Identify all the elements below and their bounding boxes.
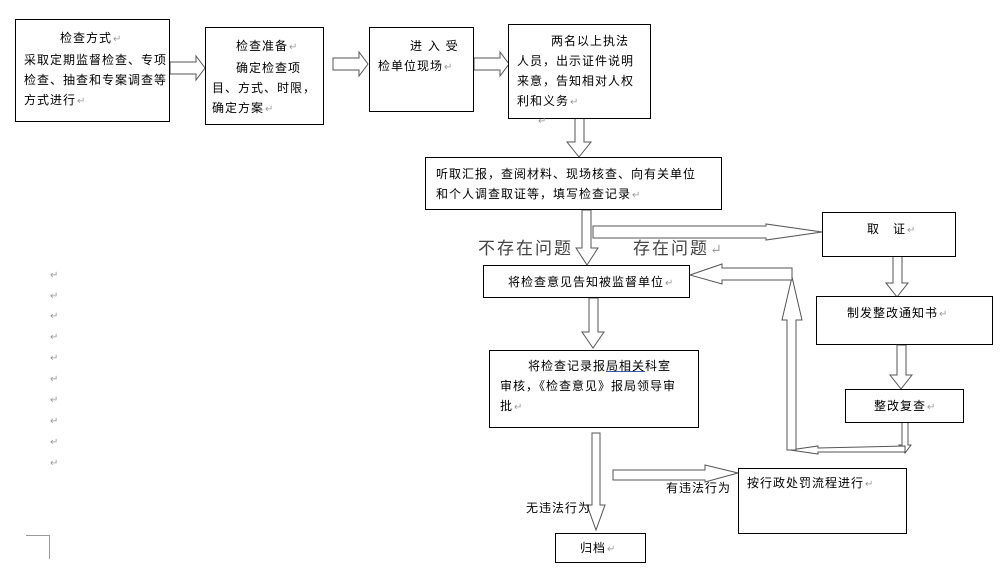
arrow-review-to-archive (586, 432, 606, 532)
preparation-box: 检查准备↵ 确定检查项目、方式、时限，确定方案↵ (205, 27, 324, 125)
report-review-line1-pre: 将检查记录报 (528, 359, 607, 373)
enter-site-line2: 检单位现场 (378, 59, 444, 73)
has-violation-label: 有违法行为 (666, 481, 732, 495)
penalty-box: 按行政处罚流程进行↵ (738, 468, 907, 534)
report-review-line2: 审核，《检查意见》报局领导审 (500, 379, 677, 393)
paragraph-mark-icon: ↵ (710, 242, 724, 258)
hear-report-line1: 听取汇报，查阅材料、现场核查、向有关单位 (436, 167, 697, 181)
arrow-site-to-officers (473, 50, 510, 78)
report-review-box: 将检查记录报局相关科室 审核，《检查意见》报局领导审 批↵ (489, 350, 699, 428)
paragraph-mark-icon: ↵ (50, 374, 59, 385)
paragraph-mark-icon: ↵ (50, 311, 59, 322)
report-review-line3: 批 (500, 399, 514, 413)
arrow-officers-to-report (565, 117, 593, 158)
preparation-body: 确定检查项目、方式、时限，确定方案 (212, 61, 317, 115)
paragraph-mark-icon: ↵ (939, 309, 949, 320)
paragraph-mark-icon: ↵ (50, 291, 59, 302)
preparation-title: 检查准备 (236, 39, 289, 53)
paragraph-mark-icon: ↵ (50, 458, 59, 469)
archive-text: 归档 (580, 541, 607, 555)
two-officers-box: 两名以上执法 人员，出示证件说明 来意，告知相对人权 利和义务↵ (508, 24, 651, 119)
arrow-back-to-notify (688, 263, 793, 285)
arrow-notify-to-review (581, 297, 605, 349)
paragraph-mark-icon: ↵ (50, 416, 59, 427)
arrow-evidence-to-notice (884, 255, 910, 298)
rectify-notice-box: 制发整改通知书↵ (816, 296, 993, 345)
paragraph-mark-icon: ↵ (50, 270, 59, 281)
paragraph-mark-icon: ↵ (570, 97, 580, 108)
arrow-review-down (898, 421, 912, 454)
paragraph-mark-icon: ↵ (444, 62, 454, 73)
paragraph-mark-icon: ↵ (607, 544, 617, 555)
paragraph-mark-icon: ↵ (665, 278, 675, 289)
paragraph-mark-icon: ↵ (289, 42, 299, 53)
paragraph-mark-icon: ↵ (632, 190, 642, 201)
notify-unit-text: 将检查意见告知被监督单位 (508, 275, 665, 289)
arrow-to-penalty (612, 464, 739, 483)
paragraph-mark-icon: ↵ (50, 353, 59, 364)
penalty-text: 按行政处罚流程进行 (747, 476, 865, 490)
inspection-method-body: 采取定期监督检查、专项检查、抽查和专案调查等方式进行↵ (24, 53, 168, 107)
two-officers-line1: 两名以上执法 (551, 34, 630, 48)
report-review-line1-post: 科室 (645, 359, 672, 373)
evidence-box: 取 证↵ (822, 212, 956, 257)
paragraph-mark-icon: ↵ (865, 479, 875, 490)
arrow-method-to-prep (169, 54, 206, 82)
arrow-prep-to-site (332, 50, 369, 78)
enter-site-line1: 进 入 受 (410, 39, 459, 53)
arrow-review-to-left (789, 445, 906, 455)
has-problem-label: 存在问题↵ (633, 239, 724, 259)
archive-box: 归档↵ (555, 533, 646, 563)
evidence-text: 取 证 (867, 222, 907, 236)
rectify-notice-text: 制发整改通知书 (847, 306, 939, 320)
page-corner-mark (26, 535, 50, 559)
arrow-to-evidence (592, 223, 823, 241)
notify-unit-box: 将检查意见告知被监督单位↵ (483, 265, 690, 298)
paragraph-mark-icon: ↵ (538, 116, 547, 127)
paragraph-mark-icon: ↵ (514, 402, 524, 413)
paragraph-mark-icon: ↵ (50, 332, 59, 343)
hear-report-box: 听取汇报，查阅材料、现场核查、向有关单位 和个人调查取证等，填写检查记录↵ (425, 157, 722, 210)
paragraph-mark-icon: ↵ (50, 395, 59, 406)
paragraph-mark-icon: ↵ (113, 34, 123, 45)
paragraph-mark-icon: ↵ (907, 225, 917, 236)
enter-site-box: 进 入 受 检单位现场↵ (369, 27, 474, 112)
inspection-method-title: 检查方式 (60, 31, 113, 45)
arrow-notice-to-review (888, 344, 914, 390)
arrow-report-to-notify (575, 209, 599, 266)
hear-report-line2: 和个人调查取证等，填写检查记录 (436, 187, 632, 201)
two-officers-line3: 来意，告知相对人权 (517, 74, 635, 88)
paragraph-mark-icon: ↵ (50, 437, 59, 448)
arrow-up-to-notify (781, 276, 803, 451)
paragraph-mark-icon: ↵ (927, 402, 937, 413)
two-officers-line4: 利和义务 (517, 94, 570, 108)
paragraph-mark-icon: ↵ (77, 96, 87, 107)
report-review-line1-underlined: 局相关 (606, 359, 646, 373)
no-problem-label: 不存在问题 (478, 239, 573, 259)
no-violation-label: 无违法行为 (526, 501, 592, 515)
inspection-method-box: 检查方式↵ 采取定期监督检查、专项检查、抽查和专案调查等方式进行↵ (15, 19, 170, 122)
two-officers-line2: 人员，出示证件说明 (517, 54, 635, 68)
rectify-review-box: 整改复查↵ (845, 389, 964, 423)
paragraph-mark-icon: ↵ (265, 104, 275, 115)
rectify-review-text: 整改复查 (874, 399, 927, 413)
